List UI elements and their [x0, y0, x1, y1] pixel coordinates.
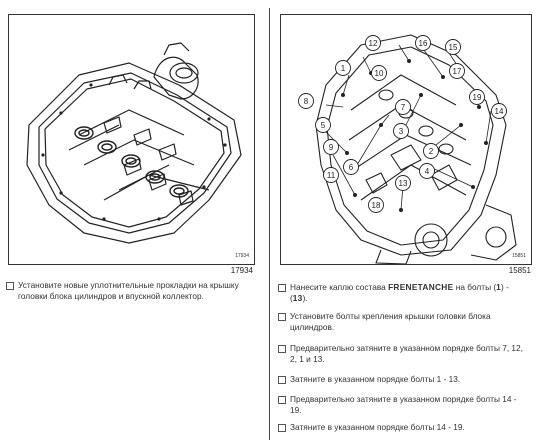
right-panel: 1 10 12 16 15 17 19 14 8 5 9 6 3 7 2 4 1… [272, 0, 556, 448]
callout-10: 10 [375, 69, 384, 78]
checkbox-icon [278, 424, 286, 432]
callout-4: 4 [425, 167, 430, 176]
column-divider [269, 8, 270, 440]
callout-15: 15 [449, 43, 458, 52]
instruction-3-text: Предварительно затяните в указанном поря… [290, 343, 523, 364]
callout-18: 18 [372, 201, 381, 210]
callout-17: 17 [453, 67, 462, 76]
instruction-4-text: Затяните в указанном порядке болты 1 - 1… [290, 374, 461, 384]
left-figure: 17934 [8, 14, 255, 265]
callout-8: 8 [304, 97, 309, 106]
left-figure-id: 17934 [230, 266, 253, 275]
instruction-2: Установите болты крепления крышки головк… [278, 311, 524, 333]
checkbox-icon [278, 345, 286, 353]
instruction-3: Предварительно затяните в указанном поря… [278, 343, 524, 365]
callout-3: 3 [399, 127, 404, 136]
checkbox-icon [278, 396, 286, 404]
checkbox-icon [6, 282, 14, 290]
checkbox-icon [278, 376, 286, 384]
left-instruction-text: Установите новые уплотнительные прокладк… [18, 280, 239, 301]
callout-11: 11 [327, 171, 336, 180]
callout-2: 2 [429, 147, 434, 156]
instruction-1: Нанесите каплю состава FRENETANCHE на бо… [278, 282, 524, 304]
callout-5: 5 [321, 121, 326, 130]
callout-1: 1 [341, 64, 346, 73]
callout-9: 9 [329, 143, 334, 152]
cylinder-head-drawing: 1 10 12 16 15 17 19 14 8 5 9 6 3 7 2 4 1… [298, 34, 517, 264]
callout-14: 14 [495, 107, 504, 116]
instruction-2-text: Установите болты крепления крышки головк… [290, 311, 491, 332]
checkbox-icon [278, 284, 286, 292]
valve-cover-drawing [26, 42, 242, 244]
right-figure-small-id: 15851 [512, 253, 526, 259]
right-figure-id: 15851 [508, 266, 531, 275]
callout-12: 12 [369, 39, 378, 48]
right-figure: 1 10 12 16 15 17 19 14 8 5 9 6 3 7 2 4 1… [280, 14, 532, 265]
instruction-1-text: Нанесите каплю состава FRENETANCHE на бо… [290, 282, 509, 303]
instruction-5-text: Предварительно затяните в указанном поря… [290, 394, 517, 415]
left-figure-small-id: 17934 [235, 253, 249, 259]
callout-6: 6 [349, 163, 354, 172]
instruction-6-text: Затяните в указанном порядке болты 14 - … [290, 422, 465, 432]
instruction-5: Предварительно затяните в указанном поря… [278, 394, 524, 416]
callout-13: 13 [399, 179, 408, 188]
left-instruction: Установите новые уплотнительные прокладк… [6, 280, 254, 302]
callout-19: 19 [473, 93, 482, 102]
instruction-4: Затяните в указанном порядке болты 1 - 1… [278, 374, 524, 385]
checkbox-icon [278, 313, 286, 321]
callout-16: 16 [419, 39, 428, 48]
instruction-6: Затяните в указанном порядке болты 14 - … [278, 422, 524, 433]
left-panel: 17934 17934 Установите новые уплотнитель… [0, 0, 268, 448]
callout-7: 7 [401, 103, 406, 112]
